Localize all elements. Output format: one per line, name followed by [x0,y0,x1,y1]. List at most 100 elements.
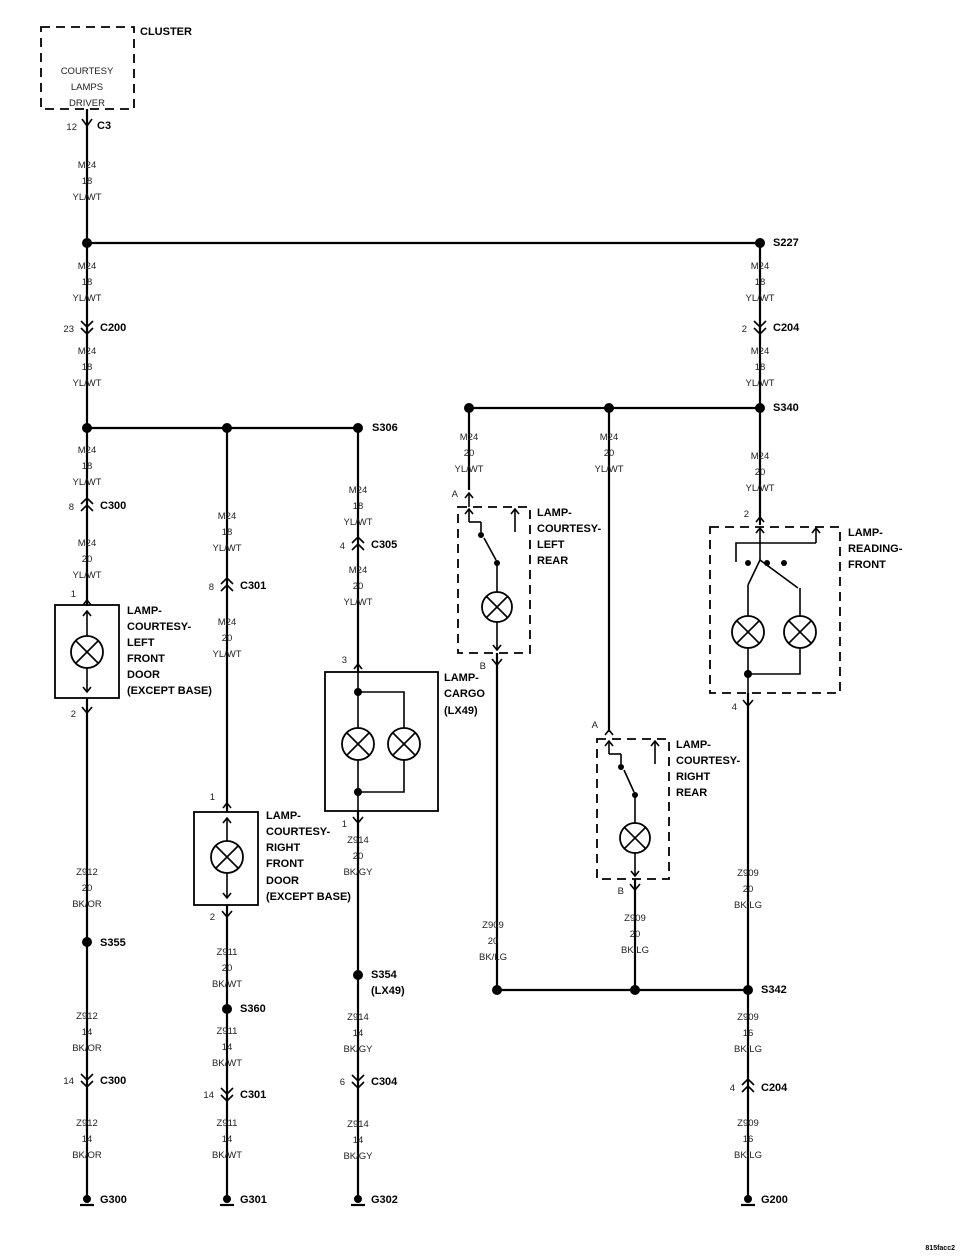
bulb-filament [346,732,370,756]
ground-g302-icon [354,1195,362,1203]
wire-label: 20 [630,929,641,940]
connector-c3-pin: 12 [66,122,77,133]
connector-c204b-name: C204 [761,1082,788,1094]
wire-label: 20 [488,936,499,947]
switch-contact [781,560,787,566]
connector-c301-symbol [220,576,234,585]
lamp-lr-pin-bottom: B [480,661,486,672]
wire-label: Z911 [217,1118,238,1129]
wire-label: YL/WT [72,192,101,203]
wire-label: YL/WT [745,483,774,494]
wire-label: YL/WT [212,649,241,660]
terminal-symbol [222,892,232,900]
lamp-lr-pin-top: A [452,489,459,500]
bulb-filament [788,620,812,644]
ground-g200-icon [744,1195,752,1203]
connector-c304-pin: 6 [340,1077,345,1088]
lamp-lead [735,542,816,562]
lamp-rr-label: REAR [676,787,707,799]
wire-label: Z914 [347,1119,369,1130]
connector-c301b-pin: 14 [203,1090,214,1101]
wire-label: 14 [82,1027,93,1038]
wire-label: 20 [222,963,233,974]
lamp-lr-label: LAMP- [537,507,572,519]
lamp-cargo-label: CARGO [444,688,485,700]
ground-g302-label: G302 [371,1194,398,1206]
wire-label: M24 [349,485,367,496]
cluster-label: CLUSTER [140,26,192,38]
wire-label: 20 [82,883,93,894]
wire-label: 20 [82,554,93,565]
lamp-reading-label: READING- [848,543,903,555]
connector-c200-symbol [80,320,94,329]
bulb-filament [623,826,647,850]
splice-s355-label: S355 [100,937,126,949]
wire-label: 20 [604,448,615,459]
lamp-lead [748,648,801,675]
wire-label: M24 [78,160,96,171]
wire-label: BK/LG [621,945,649,956]
lamp-cargo-label: (LX49) [444,705,478,717]
bulb-filament [736,620,760,644]
wire-label: Z914 [347,835,369,846]
wire-label: M24 [218,511,236,522]
splice-s354-label: S354 [371,969,398,981]
wire-label: 18 [82,362,93,373]
lamp-rf-label: DOOR [266,875,299,887]
wire-label: Z914 [347,1012,369,1023]
wire-label: 20 [755,467,766,478]
wire-label: YL/WT [212,543,241,554]
wire-label: 18 [222,527,233,538]
connector-c300-pin: 8 [69,502,74,513]
wire-label: Z909 [737,1118,759,1129]
connector-c301b-name: C301 [240,1089,266,1101]
wire-label: M24 [78,538,96,549]
connector-c200-symbol [80,327,94,336]
wire-label: BK/OR [72,899,102,910]
connector-c204-pin: 2 [742,324,747,335]
terminal-symbol [630,870,640,878]
bulb-filament [75,640,99,664]
connector-c305-name: C305 [371,539,397,551]
wire-label: 20 [464,448,475,459]
connector-c300-symbol [80,1073,94,1082]
switch-arm [483,537,497,561]
wire-label: BK/GY [343,867,373,878]
splice-s306-label: S306 [372,422,398,434]
terminal-symbol [82,686,92,694]
connector-c301-symbol [220,1087,234,1096]
lamp-cargo-label: LAMP- [444,672,479,684]
wire-label: YL/WT [745,378,774,389]
switch-contact [618,764,624,770]
wire-label: 18 [353,501,364,512]
lamp-rr-pin-top: A [592,720,599,731]
lamp-lf-label: FRONT [127,653,165,665]
wire-label: M24 [78,445,96,456]
lamp-reading-pin-top: 2 [744,509,749,520]
wire-label: M24 [751,346,769,357]
node-dot [354,788,362,796]
lamp-cargo-pin-top: 3 [342,655,347,666]
connector-c300b-name: C300 [100,1075,126,1087]
connector-c300-name: C300 [100,500,126,512]
wire-label: 20 [353,851,364,862]
connector-c300-symbol [80,503,94,512]
wire-label: YL/WT [745,293,774,304]
splice-s227-label: S227 [773,237,799,249]
lamp-lf-label: (EXCEPT BASE) [127,685,212,697]
wire-label: 18 [755,277,766,288]
figure-id: 815facc2 [925,1245,955,1252]
bulb-filament [215,845,239,869]
cluster-driver-box [40,26,135,110]
wire-label: M24 [751,451,769,462]
connector-c304-symbol [351,1074,365,1083]
wire-label: BK/OR [72,1043,102,1054]
lamp-reading-label: LAMP- [848,527,883,539]
ground-g300-label: G300 [100,1194,127,1206]
wire-label: YL/WT [72,378,101,389]
connector-c200-name: C200 [100,322,126,334]
cluster-text-2: LAMPS [71,82,103,93]
splice-s354-option: (LX49) [371,985,405,997]
lamp-cargo-pin-bottom: 1 [342,819,347,830]
wire-label: BK/LG [734,1150,762,1161]
